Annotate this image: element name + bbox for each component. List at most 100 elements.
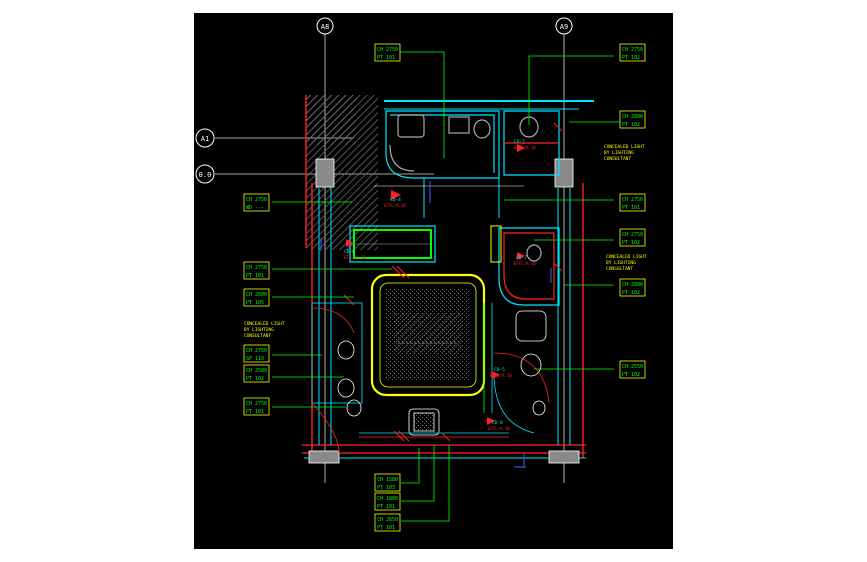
washroom-mid-right xyxy=(498,227,560,306)
lounge-right xyxy=(483,303,550,434)
washroom-left xyxy=(311,302,363,454)
ceiling-tag: CH 2800 PT 102 xyxy=(619,110,646,129)
svg-text:CH 2750: CH 2750 xyxy=(377,47,398,53)
svg-text:PT 101: PT 101 xyxy=(622,205,640,211)
svg-text:CH 2750: CH 2750 xyxy=(246,348,267,354)
leader-lines xyxy=(272,51,620,522)
svg-text:PT 102: PT 102 xyxy=(246,376,264,382)
ceiling-tag: CH 2750 PT 101 xyxy=(619,193,646,212)
svg-text:CD-7: CD-7 xyxy=(516,255,527,261)
hatched-slab-strip xyxy=(306,95,356,145)
svg-text:PT 101: PT 101 xyxy=(377,525,395,531)
svg-text:CONSULTANT: CONSULTANT xyxy=(244,333,271,339)
svg-text:0.0: 0.0 xyxy=(199,171,212,179)
vanity-bottom xyxy=(359,408,509,438)
svg-text:CD-6: CD-6 xyxy=(344,249,355,255)
svg-text:PT 102: PT 102 xyxy=(622,55,640,61)
ceiling-tag: CH 1880 PT 101 xyxy=(374,492,401,511)
svg-text:SP 110: SP 110 xyxy=(246,356,264,362)
drawing-sheet: A8 A9 A1 0.0 xyxy=(194,13,673,549)
svg-text:CH 2750: CH 2750 xyxy=(246,265,267,271)
svg-text:CD-4: CD-4 xyxy=(390,197,401,203)
lighting-note: CONCEALED LIGHT BY LIGHTING CONSULTANT xyxy=(604,144,645,162)
svg-text:A8: A8 xyxy=(321,23,329,31)
ceiling-tag: CH 2750 PT 102 xyxy=(619,228,646,247)
section-markers xyxy=(346,144,525,425)
ceiling-tag: CH 2750 WD --- xyxy=(243,193,270,212)
grid-bubble-a1: A1 xyxy=(195,128,215,148)
marker-cd-7a: CD-7 EFFL/A.10 xyxy=(514,139,536,150)
ceiling-tag: CH 2750 SP 110 xyxy=(243,344,270,363)
ceiling-cove xyxy=(370,273,486,397)
svg-text:CH 2550: CH 2550 xyxy=(622,364,643,370)
svg-text:EFFL/A.10: EFFL/A.10 xyxy=(514,145,536,150)
marker-cd-5: CD-5 EFFL/A.10 xyxy=(490,367,512,378)
svg-text:CONSULTANT: CONSULTANT xyxy=(604,156,631,162)
svg-text:CH 2600: CH 2600 xyxy=(246,292,267,298)
ceiling-tag: CH 2750 PT 102 xyxy=(619,43,646,62)
svg-text:EFFL/A.10: EFFL/A.10 xyxy=(384,203,406,208)
svg-text:BY LIGHTING: BY LIGHTING xyxy=(604,150,634,156)
lighting-note: CONCEALED LIGHT BY LIGHTING CONSULTANT xyxy=(244,321,285,339)
wc-upper-right xyxy=(503,110,560,176)
svg-text:BY LIGHTING: BY LIGHTING xyxy=(606,260,636,266)
marker-cd-7b: CD-7 EFFL/A.10 xyxy=(514,255,536,266)
svg-text:CH 2750: CH 2750 xyxy=(246,401,267,407)
svg-text:PT 101: PT 101 xyxy=(377,504,395,510)
svg-text:EFFL/A.10: EFFL/A.10 xyxy=(490,373,512,378)
lighting-note: CONCEALED LIGHT BY LIGHTING CONSULTANT xyxy=(606,254,647,272)
ceiling-tag: CH 1580 PT 103 xyxy=(374,473,401,492)
ceiling-tag: CH 2600 PT 105 xyxy=(243,288,270,307)
ceiling-tag: CH 2750 PT 101 xyxy=(374,43,401,62)
marker-cd-8: CD-8 EFFL/A.10 xyxy=(488,420,510,431)
svg-text:CONSULTANT: CONSULTANT xyxy=(606,266,633,272)
svg-text:CH 1580: CH 1580 xyxy=(377,477,398,483)
svg-text:WD ---: WD --- xyxy=(246,205,264,211)
svg-text:PT 102: PT 102 xyxy=(622,372,640,378)
svg-text:PT 101: PT 101 xyxy=(246,273,264,279)
svg-text:CD-8: CD-8 xyxy=(492,420,503,426)
grid-bubble-a9: A9 xyxy=(555,17,573,35)
floor-plan: A8 A9 A1 0.0 xyxy=(195,17,647,532)
svg-text:PT 101: PT 101 xyxy=(246,409,264,415)
washroom-upper-left xyxy=(385,110,500,179)
svg-text:PT 102: PT 102 xyxy=(622,290,640,296)
svg-text:CH 2650: CH 2650 xyxy=(377,517,398,523)
svg-text:CONCEALED LIGHT: CONCEALED LIGHT xyxy=(604,144,645,150)
marker-cd-4: CD-4 EFFL/A.10 xyxy=(384,197,406,208)
outer-walls xyxy=(302,95,594,459)
svg-text:CH 2750: CH 2750 xyxy=(622,47,643,53)
ceiling-tag: CH 2500 PT 102 xyxy=(243,364,270,383)
svg-text:A1: A1 xyxy=(201,135,209,143)
svg-text:EFFL/A.10: EFFL/A.10 xyxy=(488,426,510,431)
corridor-partitions xyxy=(374,178,524,218)
ceiling-tag: CH 2800 PT 102 xyxy=(619,278,646,297)
svg-text:PT 101: PT 101 xyxy=(377,55,395,61)
grid-bubble-00: 0.0 xyxy=(195,164,215,184)
svg-text:CH 1880: CH 1880 xyxy=(377,496,398,502)
svg-text:CONCEALED LIGHT: CONCEALED LIGHT xyxy=(606,254,647,260)
ceiling-tag: CH 2750 PT 101 xyxy=(243,397,270,416)
svg-text:CH 2750: CH 2750 xyxy=(622,232,643,238)
blue-lines xyxy=(320,181,552,468)
svg-text:CD-5: CD-5 xyxy=(494,367,505,373)
svg-text:PT 105: PT 105 xyxy=(246,300,264,306)
svg-text:CH 2800: CH 2800 xyxy=(622,114,643,120)
ceiling-tag: CH 2650 PT 101 xyxy=(374,513,401,532)
svg-text:BY LIGHTING: BY LIGHTING xyxy=(244,327,274,333)
svg-text:EFFL/A.10: EFFL/A.10 xyxy=(514,261,536,266)
svg-text:PT 102: PT 102 xyxy=(622,122,640,128)
svg-text:CH 2500: CH 2500 xyxy=(246,368,267,374)
svg-text:CD-7: CD-7 xyxy=(514,139,525,145)
svg-text:PT 102: PT 102 xyxy=(622,240,640,246)
svg-text:CONCEALED LIGHT: CONCEALED LIGHT xyxy=(244,321,285,327)
ceiling-tag: CH 2550 PT 102 xyxy=(619,360,646,379)
svg-text:PT 103: PT 103 xyxy=(377,485,395,491)
ceiling-tag: CH 2750 PT 101 xyxy=(243,261,270,280)
grid-bubble-a8: A8 xyxy=(316,17,334,35)
column-mullions xyxy=(318,188,571,445)
svg-text:EFFL/A.10: EFFL/A.10 xyxy=(344,255,366,260)
svg-text:CH 2750: CH 2750 xyxy=(246,197,267,203)
marker-cd-6: CD-6 EFFL/A.10 xyxy=(344,249,366,260)
svg-text:CH 2800: CH 2800 xyxy=(622,282,643,288)
